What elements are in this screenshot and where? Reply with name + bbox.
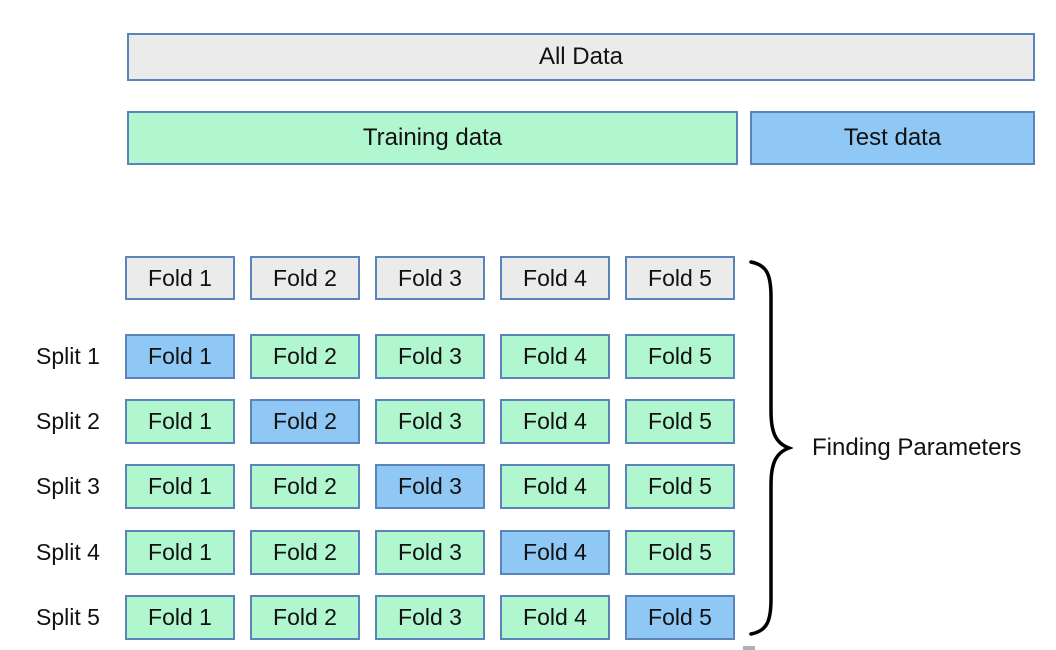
fold-header: Fold 5 <box>625 256 735 300</box>
split-label: Split 4 <box>36 539 100 565</box>
fold-cell: Fold 1 <box>125 595 235 640</box>
fold-header: Fold 1 <box>125 256 235 300</box>
split-row: Fold 1 Fold 2 Fold 3 Fold 4 Fold 5 <box>125 399 735 444</box>
fold-cell: Fold 5 <box>625 530 735 575</box>
fold-header-row: Fold 1 Fold 2 Fold 3 Fold 4 Fold 5 <box>125 256 735 300</box>
fold-cell: Fold 1 <box>125 530 235 575</box>
fold-cell: Fold 4 <box>500 334 610 379</box>
fold-cell: Fold 5 <box>625 334 735 379</box>
cropped-element-fragment <box>743 646 755 650</box>
fold-header: Fold 4 <box>500 256 610 300</box>
fold-cell: Fold 3 <box>375 334 485 379</box>
fold-cell: Fold 2 <box>250 334 360 379</box>
finding-parameters-label: Finding Parameters <box>812 434 1022 461</box>
fold-cell: Fold 4 <box>500 595 610 640</box>
fold-cell: Fold 2 <box>250 399 360 444</box>
fold-cell: Fold 4 <box>500 530 610 575</box>
split-row: Fold 1 Fold 2 Fold 3 Fold 4 Fold 5 <box>125 464 735 509</box>
fold-cell: Fold 4 <box>500 464 610 509</box>
fold-cell: Fold 5 <box>625 399 735 444</box>
training-data-bar: Training data <box>127 111 738 165</box>
split-row: Fold 1 Fold 2 Fold 3 Fold 4 Fold 5 <box>125 530 735 575</box>
fold-cell: Fold 5 <box>625 464 735 509</box>
fold-cell: Fold 2 <box>250 464 360 509</box>
fold-cell: Fold 2 <box>250 530 360 575</box>
fold-cell: Fold 3 <box>375 399 485 444</box>
fold-cell: Fold 3 <box>375 595 485 640</box>
test-data-bar: Test data <box>750 111 1035 165</box>
split-row: Fold 1 Fold 2 Fold 3 Fold 4 Fold 5 <box>125 595 735 640</box>
fold-header: Fold 3 <box>375 256 485 300</box>
split-label: Split 1 <box>36 343 100 369</box>
test-data-label: Test data <box>843 124 942 151</box>
split-label: Split 2 <box>36 408 100 434</box>
all-data-bar: All Data <box>127 33 1035 81</box>
curly-brace-icon <box>749 260 793 636</box>
split-label: Split 3 <box>36 473 100 499</box>
fold-header: Fold 2 <box>250 256 360 300</box>
fold-cell: Fold 1 <box>125 334 235 379</box>
split-row: Fold 1 Fold 2 Fold 3 Fold 4 Fold 5 <box>125 334 735 379</box>
all-data-label: All Data <box>538 43 624 70</box>
fold-cell: Fold 5 <box>625 595 735 640</box>
fold-cell: Fold 3 <box>375 530 485 575</box>
fold-cell: Fold 1 <box>125 464 235 509</box>
fold-cell: Fold 3 <box>375 464 485 509</box>
training-data-label: Training data <box>362 124 503 151</box>
fold-cell: Fold 1 <box>125 399 235 444</box>
fold-cell: Fold 2 <box>250 595 360 640</box>
fold-cell: Fold 4 <box>500 399 610 444</box>
split-label: Split 5 <box>36 604 100 630</box>
